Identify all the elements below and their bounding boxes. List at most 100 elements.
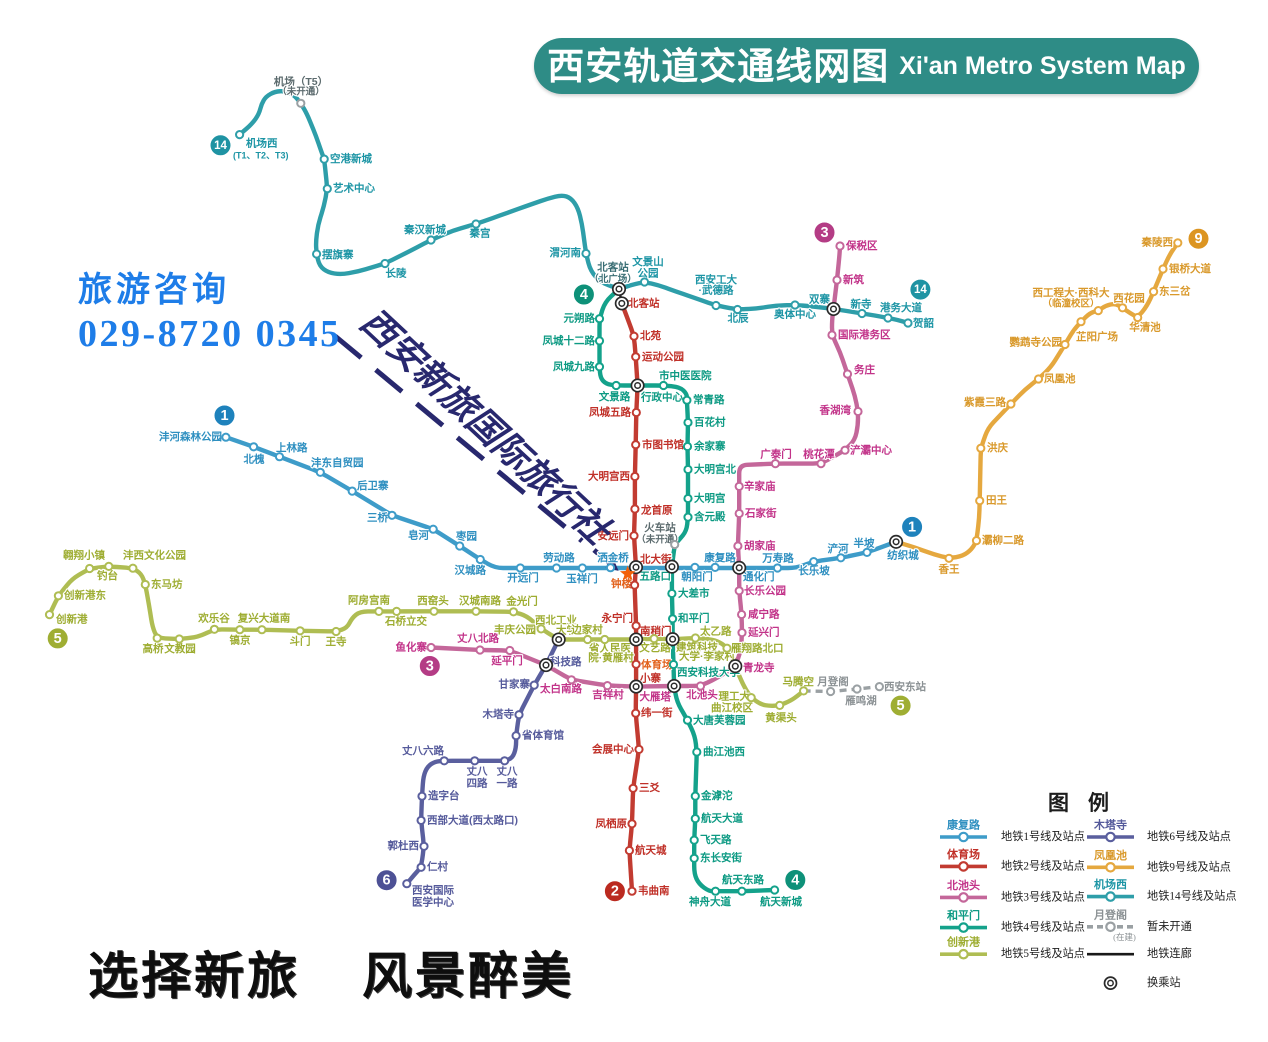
station-dot (695, 681, 706, 691)
station-label: 桃花潭 (803, 448, 835, 461)
station-dot (670, 539, 680, 550)
line-5-badge (46, 627, 69, 650)
contact-block: 旅游咨询 029-8720 0345 (78, 262, 342, 356)
station-dot (128, 563, 138, 573)
station-dot (634, 744, 644, 755)
station-dot (475, 554, 485, 565)
station-label: 高桥 (143, 642, 164, 655)
station-label: 新筑 (843, 273, 864, 286)
interchange-station-dot-inner (634, 381, 642, 390)
station-label: 西部大道(西太路口) (427, 814, 518, 827)
station-label: 空港新城 (330, 152, 372, 165)
station-dot (689, 835, 699, 845)
station-label: 航天东路 (722, 873, 764, 886)
station-dot (416, 862, 426, 872)
line-2-badge (603, 880, 626, 903)
station-dot (140, 579, 150, 590)
line-3-badge-number: 3 (426, 659, 434, 675)
line-1-badge-number: 1 (908, 519, 916, 535)
station-label: 大明宫北 (694, 463, 736, 476)
line-3-badge (418, 655, 441, 677)
station-dot (1133, 312, 1143, 323)
legend-station-dot (958, 892, 969, 903)
station-label: 大明宫西 (588, 470, 630, 483)
station-label: 秦陵西 (1141, 236, 1174, 249)
station-label: 金光门 (505, 595, 538, 608)
station-dot (883, 313, 893, 323)
station-dot (417, 791, 427, 801)
station-dot (682, 441, 693, 452)
station-label: 汉城路 (455, 564, 487, 577)
slogan: 选择新旅 风景醉美 (88, 936, 574, 1008)
station-label: 东马坊 (151, 578, 183, 591)
station-label: 医学中心 (412, 896, 454, 909)
station-dot (683, 464, 693, 475)
station-dot (836, 553, 846, 563)
station-label: 石桥立交 (384, 615, 427, 628)
station-label: 北辰 (728, 312, 749, 325)
station-label: 月登阁 (816, 675, 849, 688)
station-label: 创新港东 (63, 589, 106, 602)
station-label: 西工程大·西科大 (1033, 286, 1110, 299)
legend-title: 图例 (1048, 791, 1128, 815)
station-label: 渭河南 (550, 246, 582, 259)
station-label: 西北工业 (535, 614, 577, 627)
station-dot (594, 314, 605, 324)
station-dot (387, 510, 397, 520)
station-labels-layer: 沣河森林公园北槐上林路沣东自贸园后卫寨三桥皂河枣园汉城路开远门劳动路玉祥门洒金桥… (54, 74, 1213, 910)
station-label: 东三岔 (1159, 285, 1191, 298)
line-5-badge-number: 5 (897, 698, 905, 714)
station-label: 北苑 (640, 329, 661, 342)
station-dot (631, 659, 641, 669)
station-dot (976, 443, 986, 453)
station-label: 理工大 (719, 690, 751, 703)
station-dot (429, 606, 439, 616)
station-dot (402, 879, 412, 889)
legend-item-label: 地铁2号线及站点 (1001, 858, 1085, 872)
station-dot (710, 562, 720, 573)
line-14-path (237, 89, 911, 326)
legend-item-label: 地铁1号线及站点 (1001, 829, 1085, 843)
station-label: 机场（T5） (274, 75, 328, 88)
station-label: 艺术中心 (333, 182, 375, 195)
slogan-part1: 选择新旅 (88, 948, 300, 1004)
station-label: 秦汉新城 (403, 223, 446, 236)
line-1-badge (901, 515, 924, 538)
interchange-station-dot-inner (731, 662, 739, 670)
station-dot (611, 380, 621, 391)
station-dot (508, 607, 519, 617)
station-dot (322, 184, 332, 194)
station-dot (426, 235, 436, 245)
station-label: 安远门 (598, 529, 630, 542)
station-label: 郭杜西 (388, 839, 420, 852)
station-dot (631, 440, 641, 450)
station-label: 大明宫 (694, 492, 726, 505)
station-label: 丈八 (497, 765, 518, 778)
station-label: 文景山 (631, 255, 664, 268)
station-dot (775, 700, 785, 711)
station-label: 双寨 (808, 293, 830, 306)
station-dot (1158, 264, 1168, 274)
station-label: 浐灞中心 (850, 444, 892, 457)
station-dot (1076, 317, 1086, 327)
station-dot (1093, 306, 1103, 316)
station-label: 东长安街 (700, 851, 742, 864)
station-dot (631, 407, 641, 418)
legend-station-name: 和平门 (947, 908, 980, 922)
station-dot (319, 154, 329, 164)
station-label: 胡家庙 (744, 539, 776, 552)
station-label: 四路 (467, 777, 488, 790)
station-label: 木塔寺 (482, 708, 515, 721)
station-label: 三爻 (639, 781, 660, 794)
station-label: 大唐芙蓉园 (693, 714, 746, 727)
station-label: 长乐公园 (744, 584, 786, 597)
station-dot (577, 563, 588, 573)
station-dot (1033, 374, 1044, 384)
station-label: 浐河 (828, 542, 849, 555)
station-label: 石家街 (744, 507, 777, 520)
station-dot (249, 442, 259, 452)
station-label: 摆旗寨 (322, 248, 354, 261)
station-label: 通化门 (743, 570, 775, 583)
station-label: 半坡 (854, 537, 875, 550)
